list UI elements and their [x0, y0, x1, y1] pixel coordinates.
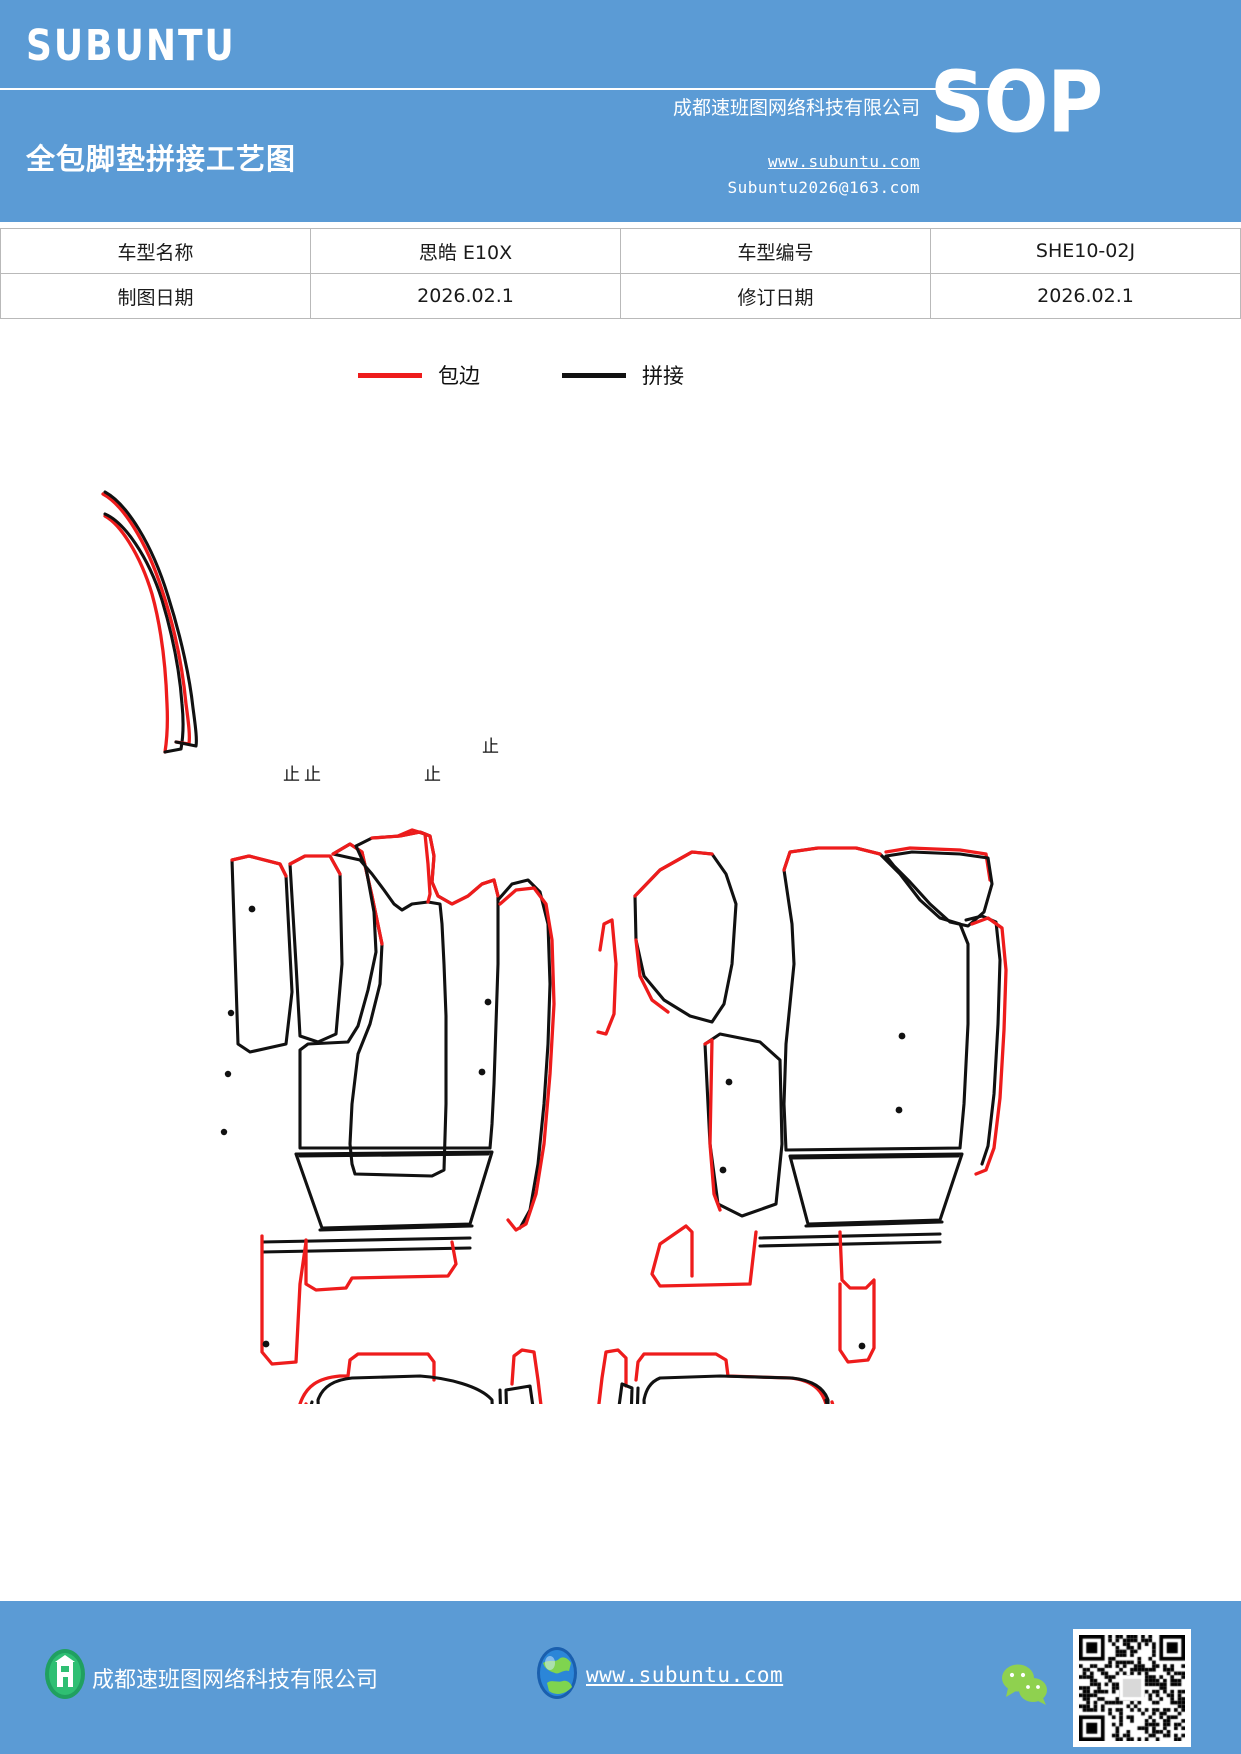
label-draw-date: 制图日期	[0, 273, 311, 319]
stop-mark-label-1: 止	[283, 765, 300, 785]
value-model-code: SHE10-02J	[930, 228, 1241, 274]
value-model-name: 思皓 E10X	[310, 228, 621, 274]
pattern-drawing-area: 止 止 止 止	[0, 404, 1241, 1404]
header-company-name: 成都速班图网络科技有限公司	[672, 97, 920, 119]
header-email: Subuntu2026@163.com	[727, 178, 920, 197]
page-title: 全包脚垫拼接工艺图	[26, 142, 297, 176]
panel-front-right	[596, 846, 1008, 1364]
stop-mark-label-3: 止	[424, 765, 441, 785]
label-model-name: 车型名称	[0, 228, 311, 274]
wechat-icon	[1002, 1664, 1047, 1705]
vehicle-info-table: 车型名称 思皓 E10X 车型编号 SHE10-02J 制图日期 2026.02…	[0, 228, 1241, 319]
footer-company-name: 成都速班图网络科技有限公司	[92, 1668, 379, 1693]
header-website-link[interactable]: www.subuntu.com	[768, 152, 920, 171]
panel-front-left: 止 止 止 止	[101, 490, 556, 1366]
label-revision-date: 修订日期	[620, 273, 931, 319]
panel-rear-floor: 止 止	[298, 1348, 835, 1404]
legend-label-seam: 拼接	[642, 364, 684, 388]
legend-swatch-binding	[358, 372, 422, 378]
sop-badge: SOP	[930, 52, 1103, 152]
brand-logo: SUBUNTU	[26, 22, 236, 71]
legend-label-binding: 包边	[438, 364, 480, 388]
legend-item-seam: 拼接	[562, 360, 684, 390]
globe-icon	[537, 1647, 577, 1699]
qr-code	[1073, 1629, 1191, 1747]
stop-mark: 止 止 止 止	[283, 737, 499, 785]
footer-website-link[interactable]: www.subuntu.com	[586, 1663, 784, 1687]
value-draw-date: 2026.02.1	[310, 273, 621, 319]
stop-mark-label-2: 止	[304, 765, 321, 785]
floor-mat-pattern-svg: 止 止 止 止	[101, 490, 1008, 1404]
header-divider	[0, 88, 1013, 90]
page-footer: 成都速班图网络科技有限公司 www.subuntu.com	[0, 1601, 1241, 1754]
label-model-code: 车型编号	[620, 228, 931, 274]
legend-item-binding: 包边	[358, 360, 480, 390]
stop-mark-label-4: 止	[482, 737, 499, 757]
legend: 包边 拼接	[0, 360, 1241, 404]
table-row: 车型名称 思皓 E10X 车型编号 SHE10-02J	[0, 228, 1241, 274]
page-header: SUBUNTU 成都速班图网络科技有限公司 全包脚垫拼接工艺图 www.subu…	[0, 0, 1241, 222]
table-row: 制图日期 2026.02.1 修订日期 2026.02.1	[0, 273, 1241, 319]
building-icon	[45, 1649, 85, 1699]
legend-swatch-seam	[562, 372, 626, 378]
value-revision-date: 2026.02.1	[930, 273, 1241, 319]
